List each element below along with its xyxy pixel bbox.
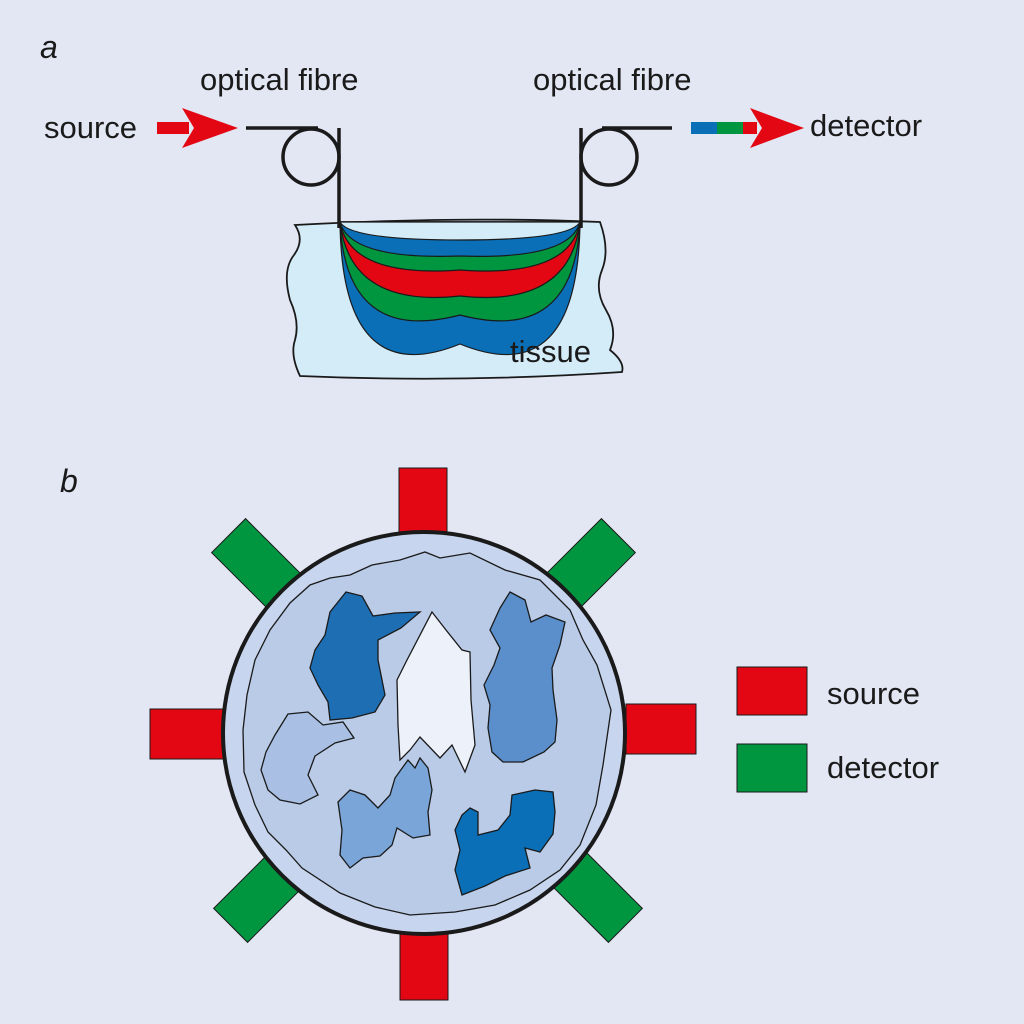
legend-detector-swatch — [736, 743, 808, 793]
source-label: source — [44, 110, 137, 145]
tissue-label: tissue — [510, 334, 591, 369]
legend: source detector — [736, 666, 939, 793]
fibre-loop-icon — [579, 127, 639, 187]
detector-arrow-icon — [691, 108, 804, 148]
detector-arrow-green — [717, 122, 743, 134]
detector-arrow-blue — [691, 122, 717, 134]
fibre-left-label: optical fibre — [200, 62, 359, 97]
source-left — [149, 708, 227, 760]
source-arrow-shaft — [157, 122, 189, 134]
region-dark-upper-left — [309, 591, 422, 721]
source-arrow-icon — [157, 108, 238, 148]
region-mid-lower-center — [337, 756, 433, 869]
fibre-left — [246, 126, 341, 228]
panel-b-letter: b — [60, 463, 78, 499]
fibre-loop-icon — [281, 127, 341, 187]
light-path-bands — [338, 221, 582, 355]
legend-source-label: source — [827, 676, 920, 711]
fibre-right-label: optical fibre — [533, 62, 692, 97]
legend-source-swatch — [736, 666, 808, 716]
fibre-right — [579, 126, 672, 228]
band-top-surface — [338, 221, 582, 241]
source-right — [625, 703, 697, 755]
region-white-center — [396, 610, 476, 774]
region-mid-right — [483, 591, 566, 763]
panel-a-letter: a — [40, 29, 58, 65]
source-top — [398, 467, 448, 543]
panel-a: a optical fibre optical fibre tissue so — [40, 29, 922, 380]
panel-b: b — [60, 463, 939, 1001]
region-light-left — [260, 711, 356, 805]
detector-arrow-head — [750, 108, 804, 148]
detector-arrow-red — [743, 122, 757, 134]
source-arrow-head — [182, 108, 238, 148]
source-bottom — [399, 923, 449, 1001]
region-dark-lower-right — [454, 789, 556, 896]
legend-detector-label: detector — [827, 750, 939, 785]
detector-label: detector — [810, 108, 922, 143]
